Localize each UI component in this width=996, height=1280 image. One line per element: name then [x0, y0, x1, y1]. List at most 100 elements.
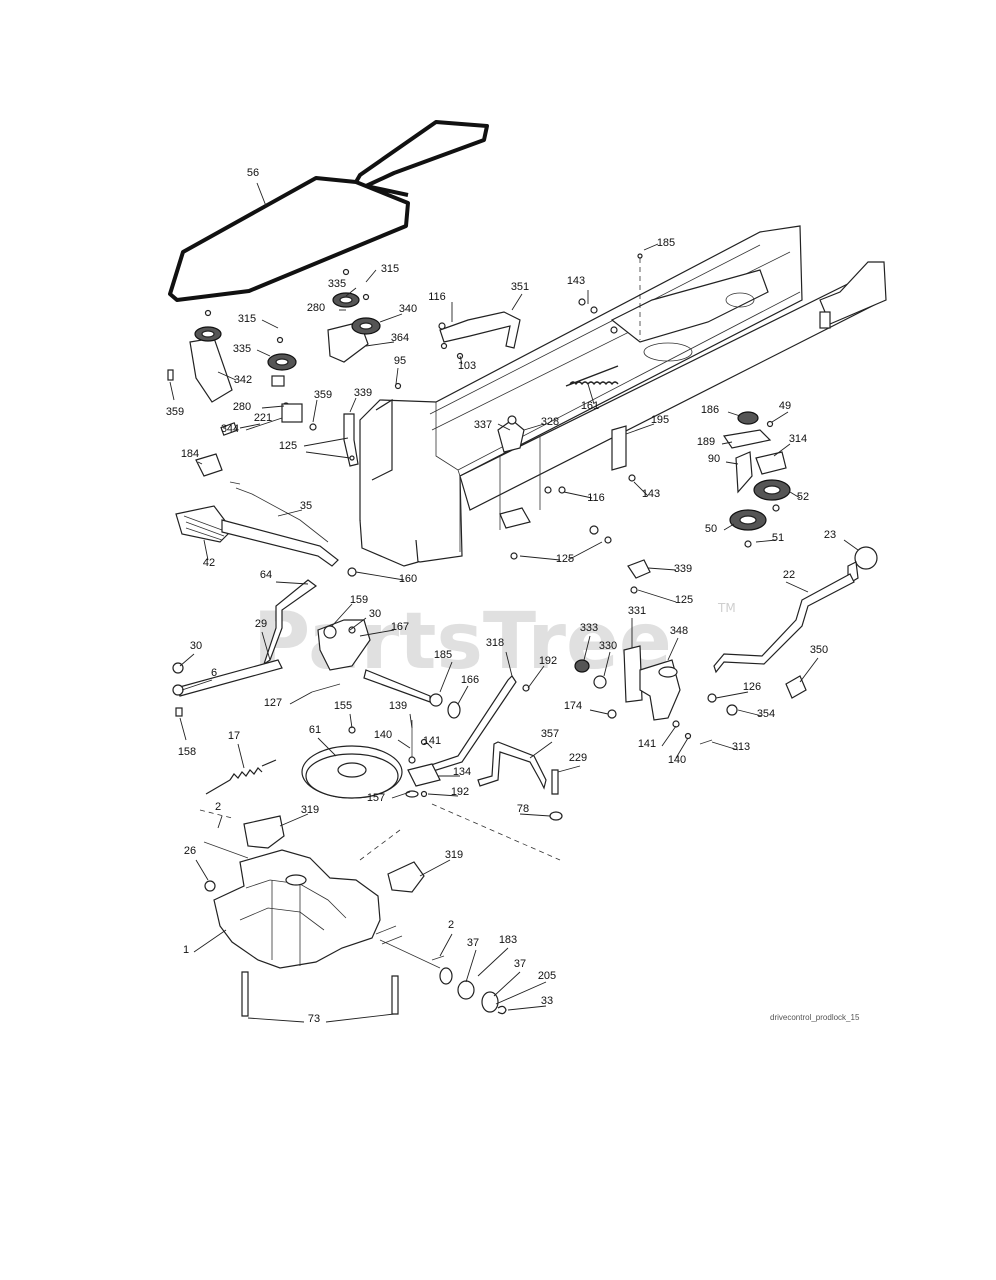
callout-c2a: 2 [215, 801, 221, 813]
callout-c342: 342 [234, 374, 252, 386]
callout-c350: 350 [810, 644, 828, 656]
callout-c344: 344 [221, 423, 239, 435]
brake-linkage [172, 619, 461, 719]
callout-c160: 160 [399, 573, 417, 585]
callout-c315b: 315 [238, 313, 256, 325]
callout-c95: 95 [394, 355, 406, 367]
callout-c167: 167 [391, 621, 409, 633]
callout-c318: 318 [486, 637, 504, 649]
callout-c141b: 141 [638, 738, 656, 750]
callout-c348: 348 [670, 625, 688, 637]
control-bracket-348 [574, 645, 807, 745]
callout-c183: 183 [499, 934, 517, 946]
callout-c1: 1 [183, 944, 189, 956]
callout-c103: 103 [458, 360, 476, 372]
callout-c22: 22 [783, 569, 795, 581]
callout-c50: 50 [705, 523, 717, 535]
callout-c313: 313 [732, 741, 750, 753]
callout-c221: 221 [254, 412, 272, 424]
bracket-351 [439, 311, 521, 349]
callout-c192a: 192 [539, 655, 557, 667]
drive-belt [168, 120, 489, 302]
callout-c140b: 140 [668, 754, 686, 766]
callout-c314: 314 [789, 433, 807, 445]
callout-c174: 174 [564, 700, 582, 712]
callout-c125a: 125 [279, 440, 297, 452]
callout-c78: 78 [517, 803, 529, 815]
callout-c280a: 280 [307, 302, 325, 314]
callout-c328: 328 [541, 416, 559, 428]
callout-c195: 195 [651, 414, 669, 426]
callout-c37a: 37 [467, 937, 479, 949]
callout-c143a: 143 [567, 275, 585, 287]
callout-c141a: 141 [423, 735, 441, 747]
callout-c159a: 159 [350, 594, 368, 606]
callout-c335a: 335 [328, 278, 346, 290]
callout-c23: 23 [824, 529, 836, 541]
callout-c189: 189 [697, 436, 715, 448]
diagram-reference-code: drivecontrol_prodlock_15 [770, 1013, 860, 1022]
tractor-frame [359, 225, 887, 567]
callout-c319a: 319 [301, 804, 319, 816]
callout-c51: 51 [772, 532, 784, 544]
callout-c2b: 2 [448, 919, 454, 931]
callout-c337: 337 [474, 419, 492, 431]
callout-c37b: 37 [514, 958, 526, 970]
callout-c333: 333 [580, 622, 598, 634]
callout-c184: 184 [181, 448, 199, 460]
callout-c335b: 335 [233, 343, 251, 355]
callout-c161: 161 [581, 400, 599, 412]
callout-c339b: 339 [674, 563, 692, 575]
callout-c166: 166 [461, 674, 479, 686]
callout-c157: 157 [367, 792, 385, 804]
idler-pulley-assembly-upper [327, 268, 381, 363]
callout-c330: 330 [599, 640, 617, 652]
callout-c126: 126 [743, 681, 761, 693]
callout-c73: 73 [308, 1013, 320, 1025]
callout-c29: 29 [255, 618, 267, 630]
callout-c125c: 125 [675, 594, 693, 606]
callout-c139: 139 [389, 700, 407, 712]
callout-c64: 64 [260, 569, 272, 581]
callout-c340: 340 [399, 303, 417, 315]
control-rod-22 [713, 546, 878, 674]
transmission-linkage [405, 720, 441, 798]
callout-c17: 17 [228, 730, 240, 742]
bracket-319-upper [243, 815, 285, 849]
callout-c280b: 280 [233, 401, 251, 413]
watermark-trademark: TM [717, 601, 736, 615]
callout-c90: 90 [708, 453, 720, 465]
callout-c205: 205 [538, 970, 556, 982]
callout-c134: 134 [453, 766, 471, 778]
callout-c354: 354 [757, 708, 775, 720]
callout-c35: 35 [300, 500, 312, 512]
callout-c6: 6 [211, 667, 217, 679]
callout-c143b: 143 [642, 488, 660, 500]
callout-c49: 49 [779, 400, 791, 412]
callout-c364: 364 [391, 332, 409, 344]
callout-c30b: 30 [190, 640, 202, 652]
callout-c61: 61 [309, 724, 321, 736]
leader-lines [169, 182, 859, 1023]
spring-17 [205, 759, 277, 795]
callout-c56: 56 [247, 167, 259, 179]
callout-c116b: 116 [587, 492, 605, 504]
callout-c185a: 185 [657, 237, 675, 249]
hardware-fasteners [347, 298, 638, 594]
callout-c186a: 186 [701, 404, 719, 416]
bracket-319-lower [387, 861, 425, 893]
callout-c192b: 192 [451, 786, 469, 798]
callout-c359a: 359 [166, 406, 184, 418]
rod-357 [477, 741, 563, 821]
callout-c158: 158 [178, 746, 196, 758]
callout-c52: 52 [797, 491, 809, 503]
callout-c155: 155 [334, 700, 352, 712]
pulley-assembly-right [722, 411, 791, 548]
callout-c357: 357 [541, 728, 559, 740]
callout-c33: 33 [541, 995, 553, 1007]
transaxle-1 [203, 841, 441, 1017]
callout-c26: 26 [184, 845, 196, 857]
idler-pulley-assembly-left [167, 309, 317, 436]
